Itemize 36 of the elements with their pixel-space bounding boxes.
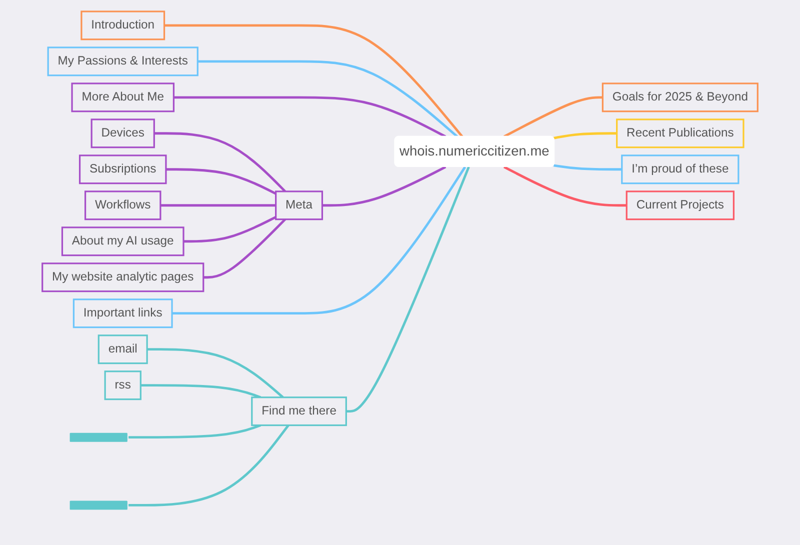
connector xyxy=(174,96,446,138)
connector xyxy=(140,384,262,398)
node-box: My Passions & Interests xyxy=(47,46,198,76)
node-box: Devices xyxy=(90,118,155,148)
connector xyxy=(322,166,446,207)
node-box: Recent Publications xyxy=(616,118,744,148)
connector xyxy=(503,166,627,207)
node-box: About my AI usage xyxy=(61,226,184,256)
connector xyxy=(160,204,276,207)
node-box: Workflows xyxy=(84,190,162,220)
node-box: Introduction xyxy=(80,10,166,40)
connector xyxy=(503,96,603,138)
connector xyxy=(154,132,286,192)
node-box: Subsriptions xyxy=(78,154,167,184)
connector xyxy=(198,60,458,138)
node-box: Goals for 2025 & Beyond xyxy=(602,82,758,112)
node-box: Important links xyxy=(72,298,173,328)
connector xyxy=(166,168,276,195)
connector xyxy=(203,218,286,279)
node-box: Find me there xyxy=(251,396,347,426)
node-box: More About Me xyxy=(71,82,174,112)
connector xyxy=(553,132,617,140)
connector xyxy=(128,424,290,506)
connector xyxy=(183,216,276,243)
node-box: Current Projects xyxy=(626,190,734,220)
connector xyxy=(164,24,464,138)
connector xyxy=(172,166,466,315)
node-box: My website analytic pages xyxy=(42,262,204,292)
node-box: rss xyxy=(104,370,142,400)
connector xyxy=(128,424,262,438)
node-box: Meta xyxy=(275,190,324,220)
connector xyxy=(553,164,622,171)
node-box: email xyxy=(98,334,148,364)
connector xyxy=(147,348,284,398)
node-box: I’m proud of these xyxy=(621,154,740,184)
connector xyxy=(346,166,470,413)
